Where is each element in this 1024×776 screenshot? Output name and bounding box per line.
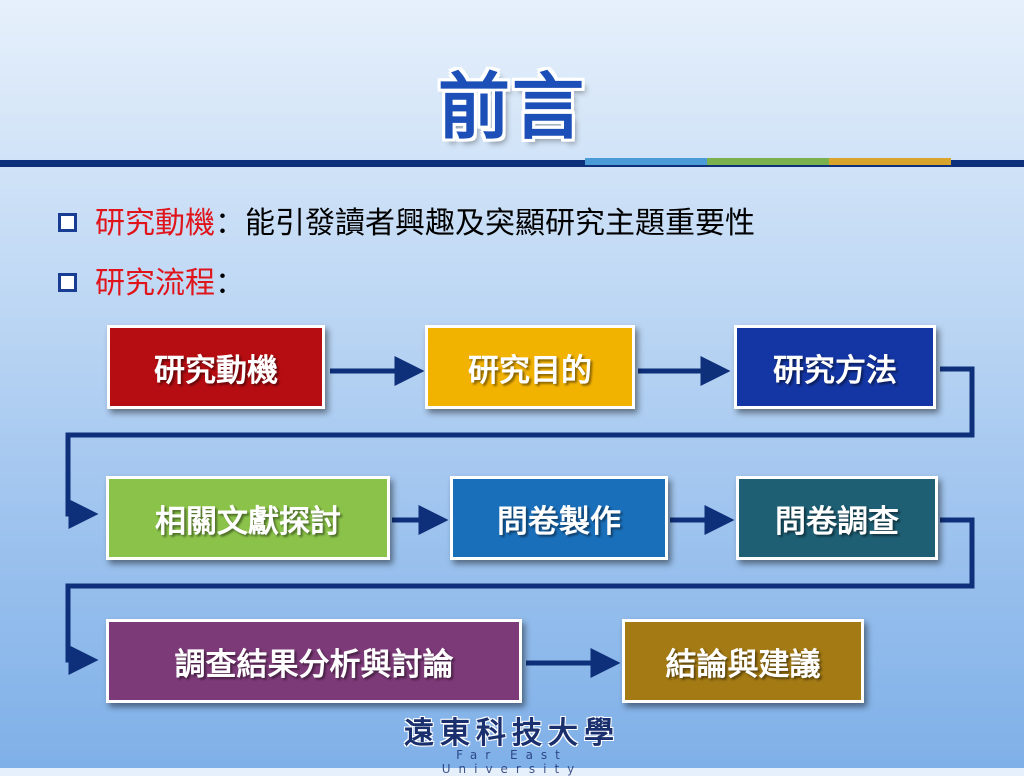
flow-step-label: 研究目的	[468, 352, 592, 389]
square-bullet-icon	[58, 212, 77, 232]
logo-english-name: Far East University	[441, 748, 583, 776]
bullet-head: 研究流程	[95, 266, 215, 301]
divider-accent-blue	[585, 158, 707, 165]
bullet-head: 研究動機	[95, 206, 215, 241]
flow-step-questionnaire-design: 問卷製作	[450, 476, 668, 560]
divider-accent-green	[707, 158, 829, 165]
flow-step-label: 調查結果分析與討論	[174, 646, 454, 683]
bullet-research-motivation: 研究動機：能引發讀者興趣及突顯研究主題重要性	[58, 204, 755, 244]
bullet-colon: ：	[215, 266, 245, 301]
connector-row1-to-row2	[65, 366, 975, 529]
flow-step-label: 問卷製作	[497, 503, 621, 540]
divider-accent-gold	[829, 158, 951, 165]
bullet-text: 能引發讀者興趣及突顯研究主題重要性	[245, 206, 755, 241]
flow-step-label: 相關文獻探討	[155, 503, 341, 540]
logo-chinese-name: 遠東科技大學	[404, 716, 620, 751]
flow-step-results-analysis: 調查結果分析與討論	[106, 619, 522, 703]
flow-step-label: 研究動機	[154, 352, 278, 389]
university-logo: 遠東科技大學 Far East University	[400, 708, 624, 776]
flow-step-survey: 問卷調查	[736, 476, 938, 560]
flow-step-motivation: 研究動機	[107, 325, 325, 409]
flow-step-method: 研究方法	[734, 325, 936, 409]
bullet-colon: ：	[215, 206, 245, 241]
bullet-research-process: 研究流程：	[58, 264, 245, 304]
flow-step-label: 研究方法	[773, 352, 897, 389]
connector-row2-to-row3	[65, 517, 975, 675]
flow-step-purpose: 研究目的	[425, 325, 635, 409]
slide-title: 前言	[437, 65, 586, 149]
title-divider	[0, 160, 1024, 167]
flow-step-literature-review: 相關文獻探討	[106, 476, 390, 560]
flow-step-conclusion: 結論與建議	[622, 619, 864, 703]
flow-step-label: 問卷調查	[775, 503, 899, 540]
flow-step-label: 結論與建議	[665, 646, 821, 683]
square-bullet-icon	[58, 272, 77, 292]
